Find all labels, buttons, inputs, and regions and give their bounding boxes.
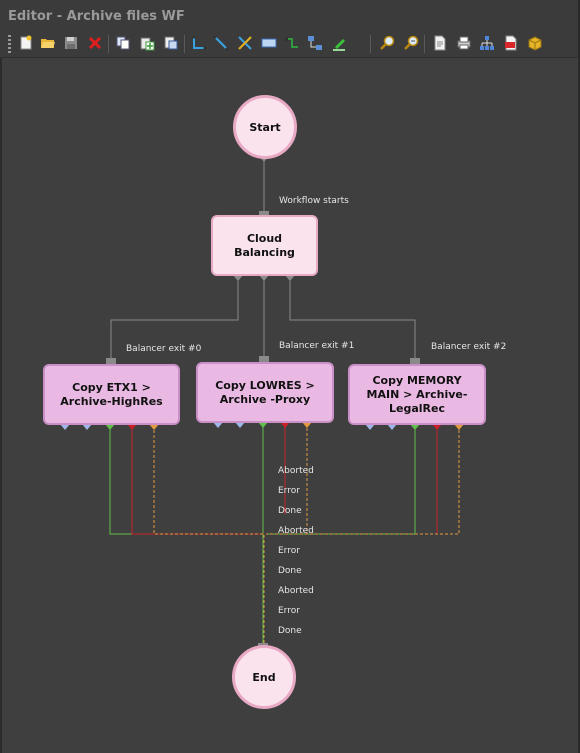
highlight-button[interactable] xyxy=(330,34,348,52)
save-button[interactable] xyxy=(62,34,80,52)
align-button[interactable] xyxy=(306,34,324,52)
straight-line-icon xyxy=(213,35,229,51)
straight-connector-button[interactable] xyxy=(212,34,230,52)
route-icon xyxy=(285,37,298,48)
task-node-lowres[interactable]: Copy LOWRES > Archive -Proxy xyxy=(196,362,334,423)
right-panel-border xyxy=(578,0,580,753)
end-node-label: End xyxy=(252,670,276,684)
red-x-icon xyxy=(88,36,102,50)
folder-open-icon xyxy=(41,39,55,48)
elbow-connector-button[interactable] xyxy=(190,34,208,52)
open-button[interactable] xyxy=(39,34,57,52)
connector-exit2[interactable] xyxy=(289,276,416,358)
cross-lines-icon xyxy=(238,36,252,50)
connector-layer xyxy=(60,155,464,650)
print-button[interactable] xyxy=(455,34,473,52)
package-icon xyxy=(528,36,542,51)
edge-label-error: Error xyxy=(278,486,300,496)
edge-label-error: Error xyxy=(278,546,300,556)
align-nodes-icon xyxy=(308,36,322,50)
new-document-icon xyxy=(20,35,32,50)
elbow-connector-icon xyxy=(192,35,207,50)
edge-label-error: Error xyxy=(278,606,300,616)
duplicate-icon xyxy=(164,36,178,50)
task3-input-port xyxy=(410,358,420,365)
connector-error-1[interactable] xyxy=(131,425,264,535)
edge-label-exit1: Balancer exit #1 xyxy=(279,341,355,351)
start-node-label: Start xyxy=(249,120,281,134)
edge-label-aborted: Aborted xyxy=(278,526,314,536)
printer-icon xyxy=(457,36,471,50)
delete-button[interactable] xyxy=(86,34,104,52)
start-node[interactable]: Start xyxy=(233,95,297,159)
workflow-canvas[interactable]: Start Cloud Balancing Copy ETX1 > Archiv… xyxy=(2,58,578,753)
edge-label-done: Done xyxy=(278,626,302,636)
network-button[interactable] xyxy=(478,34,496,52)
properties-button[interactable] xyxy=(431,34,449,52)
cloud-balancing-node[interactable]: Cloud Balancing xyxy=(211,215,318,276)
pdf-icon xyxy=(505,35,517,51)
task-node-memory-main[interactable]: Copy MEMORY MAIN > Archive-LegalRec xyxy=(348,364,486,425)
connector-aborted-3[interactable] xyxy=(266,425,460,535)
edge-label-exit0: Balancer exit #0 xyxy=(126,344,202,354)
connector-exit0[interactable] xyxy=(110,276,239,358)
network-icon xyxy=(480,36,494,50)
task-node-memory-main-label: Copy MEMORY MAIN > Archive-LegalRec xyxy=(366,373,468,415)
connector-done-3[interactable] xyxy=(266,425,416,535)
route-button[interactable] xyxy=(283,34,301,52)
zoom-in-button[interactable] xyxy=(378,34,396,52)
edge-label-aborted: Aborted xyxy=(278,466,314,476)
task-node-lowres-label: Copy LOWRES > Archive -Proxy xyxy=(215,378,315,406)
edge-label-done: Done xyxy=(278,506,302,516)
package-button[interactable] xyxy=(526,34,544,52)
paste-icon xyxy=(140,37,155,51)
edge-label-done: Done xyxy=(278,566,302,576)
toolbar xyxy=(0,30,580,58)
marker-icon xyxy=(333,39,345,51)
new-workflow-button[interactable] xyxy=(17,34,35,52)
task1-input-port xyxy=(106,358,116,365)
task-node-etx1[interactable]: Copy ETX1 > Archive-HighRes xyxy=(43,364,180,425)
copy-icon xyxy=(116,36,130,50)
remove-connector-button[interactable] xyxy=(236,34,254,52)
zoom-in-icon xyxy=(380,35,395,50)
left-panel-border xyxy=(0,58,2,753)
floppy-disk-icon xyxy=(65,37,77,49)
add-box-button[interactable] xyxy=(260,34,278,52)
task2-input-port xyxy=(259,356,269,363)
end-node[interactable]: End xyxy=(232,645,296,709)
copy-button[interactable] xyxy=(114,34,132,52)
edge-label-workflow-starts: Workflow starts xyxy=(279,196,349,206)
connector-done-1[interactable] xyxy=(109,425,264,535)
task-node-etx1-label: Copy ETX1 > Archive-HighRes xyxy=(60,380,163,408)
toolbar-grip[interactable] xyxy=(8,35,11,53)
rectangle-icon xyxy=(261,38,277,48)
zoom-out-icon xyxy=(404,35,419,50)
edge-label-exit2: Balancer exit #2 xyxy=(431,342,507,352)
document-properties-icon xyxy=(434,35,446,51)
duplicate-button[interactable] xyxy=(162,34,180,52)
export-pdf-button[interactable] xyxy=(502,34,520,52)
paste-button[interactable] xyxy=(138,34,156,52)
cloud-input-port xyxy=(259,211,269,218)
window-title: Editor - Archive files WF xyxy=(0,0,580,30)
cloud-balancing-label: Cloud Balancing xyxy=(234,231,295,259)
edge-label-aborted: Aborted xyxy=(278,586,314,596)
zoom-out-button[interactable] xyxy=(402,34,420,52)
